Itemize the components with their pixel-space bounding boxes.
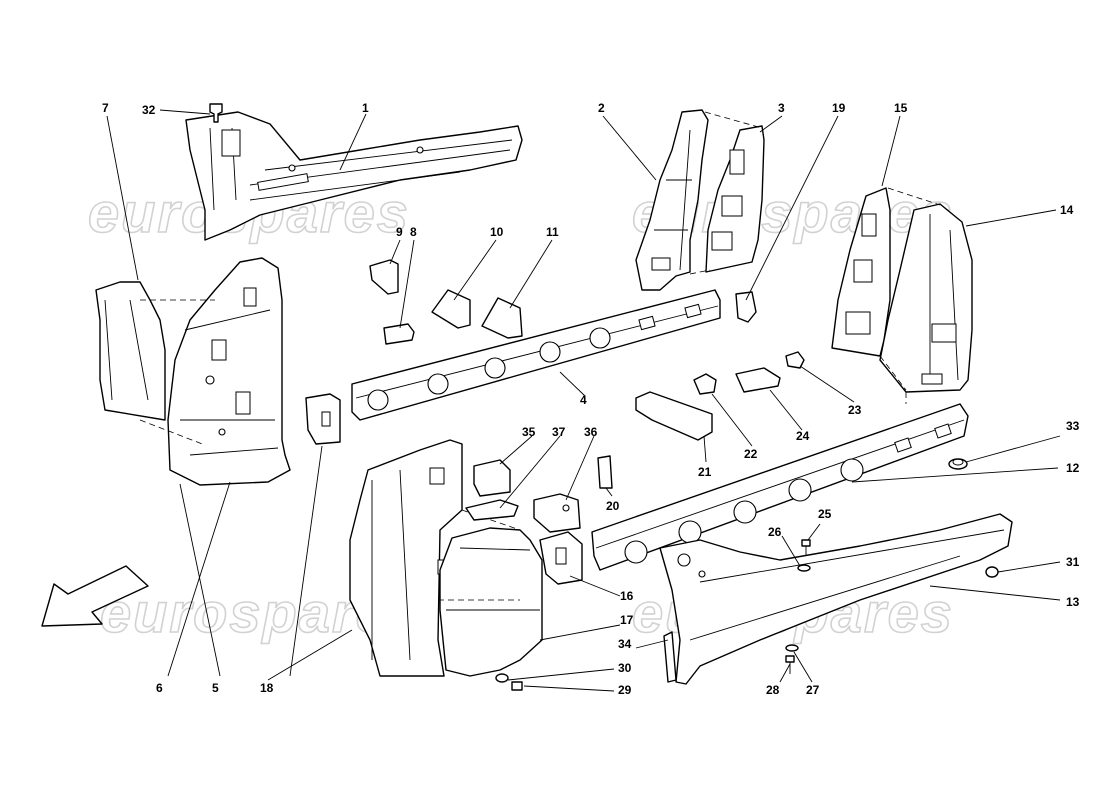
part-9-bracket [369, 259, 399, 295]
part-34-trim [663, 631, 677, 683]
fastener-25-screw [801, 539, 811, 556]
part-7-inner-panel [95, 281, 166, 421]
callout-4: 4 [580, 393, 587, 407]
callout-7: 7 [102, 101, 109, 115]
callout-16: 16 [620, 589, 634, 603]
fastener-31-cap [985, 566, 999, 578]
callout-9: 9 [396, 225, 403, 239]
callout-5: 5 [212, 681, 219, 695]
part-5-gusset [305, 393, 341, 445]
callout-13: 13 [1066, 595, 1080, 609]
callout-24: 24 [796, 429, 810, 443]
callout-34: 34 [618, 637, 632, 651]
assembly-line-14-15 [879, 187, 941, 404]
callout-10: 10 [490, 225, 504, 239]
fastener-27-washer [785, 644, 799, 652]
callout-29: 29 [618, 683, 632, 697]
part-17-front-box [439, 527, 543, 677]
callout-28: 28 [766, 683, 780, 697]
callout-3: 3 [778, 101, 785, 115]
part-32-clip [209, 103, 223, 123]
callout-27: 27 [806, 683, 820, 697]
callout-12: 12 [1066, 461, 1080, 475]
callout-32: 32 [142, 103, 156, 117]
part-12-rear-rail [591, 403, 969, 571]
part-8-bracket [383, 323, 415, 345]
callout-25: 25 [818, 507, 832, 521]
part-35-hinge [473, 459, 511, 497]
part-10-bracket [431, 289, 471, 329]
part-37-bracket [465, 499, 519, 521]
callout-18: 18 [260, 681, 274, 695]
callout-23: 23 [848, 403, 862, 417]
part-2-b-pillar-outer [635, 109, 709, 291]
callout-21: 21 [698, 465, 712, 479]
callout-26: 26 [768, 525, 782, 539]
part-19-plate [735, 291, 757, 323]
part-23-clip [785, 351, 805, 369]
callout-33: 33 [1066, 419, 1080, 433]
part-4-inner-rail [351, 289, 721, 421]
callout-15: 15 [894, 101, 908, 115]
callout-19: 19 [832, 101, 846, 115]
callout-11: 11 [546, 225, 559, 239]
part-36-hinge [533, 493, 581, 533]
callout-14: 14 [1060, 203, 1074, 217]
part-14-c-pillar-outer [879, 203, 973, 393]
callout-30: 30 [618, 661, 632, 675]
callout-8: 8 [410, 225, 417, 239]
fastener-28-screw [785, 655, 795, 674]
fastener-30-washer [495, 673, 509, 683]
part-22-clip [693, 373, 717, 395]
callout-37: 37 [552, 425, 566, 439]
fastener-29-bolt [511, 681, 523, 691]
leader-lines [106, 109, 1061, 692]
assembly-line-2-3 [689, 111, 763, 275]
part-6-front-pillar [167, 257, 291, 486]
callout-2: 2 [598, 101, 605, 115]
part-11-bracket [481, 297, 523, 339]
callout-1: 1 [362, 101, 369, 115]
callout-17: 17 [620, 613, 634, 627]
callout-35: 35 [522, 425, 536, 439]
callout-36: 36 [584, 425, 598, 439]
part-1-sill-rail [185, 111, 523, 241]
fastener-26-washer [797, 564, 811, 572]
part-33-grommet [948, 458, 968, 470]
part-24-block [735, 367, 781, 393]
part-21-bracket [635, 391, 713, 441]
callout-6: 6 [156, 681, 163, 695]
callout-labels: 32 1 7 9 8 10 11 2 3 19 15 14 4 6 5 18 1… [102, 101, 1080, 697]
part-16-plate [539, 531, 583, 585]
part-13-sill-cover [659, 513, 1013, 685]
part-3-b-pillar-inner [705, 125, 765, 273]
callout-20: 20 [606, 499, 620, 513]
part-20-bracket [597, 455, 613, 489]
callout-22: 22 [744, 447, 758, 461]
front-direction-arrow-icon [41, 565, 149, 627]
assembly-line-6-7 [139, 299, 215, 446]
callout-31: 31 [1066, 555, 1080, 569]
